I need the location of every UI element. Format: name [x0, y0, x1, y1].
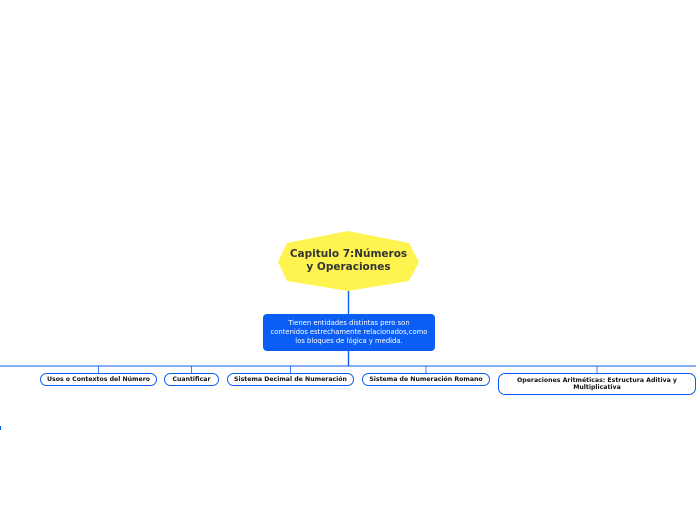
branch-node-operaciones-aritmeticas[interactable]: Operaciones Aritméticas: Estructura Adit…	[498, 373, 696, 395]
root-node[interactable]: Capitulo 7:Números y Operaciones	[278, 232, 419, 290]
description-node[interactable]: Tienen entidades distintas pero son cont…	[263, 314, 435, 351]
branch-node-sistema-decimal[interactable]: Sistema Decimal de Numeración	[227, 373, 354, 386]
root-node-shape	[278, 231, 419, 291]
branch-label: Sistema de Numeración Romano	[369, 375, 483, 383]
branch-label: Cuantificar	[172, 375, 211, 383]
description-text: Tienen entidades distintas pero son cont…	[270, 319, 428, 345]
branch-node-sistema-romano[interactable]: Sistema de Numeración Romano	[362, 373, 490, 386]
branch-label: Usos o Contextos del Número	[46, 375, 151, 383]
root-node-title: Capitulo 7:Números y Operaciones	[289, 247, 408, 274]
branch-node-usos-contextos[interactable]: Usos o Contextos del Número	[40, 373, 157, 386]
branch-label: Sistema Decimal de Numeración	[234, 375, 347, 383]
branch-node-cuantificar[interactable]: Cuantificar	[164, 373, 219, 386]
branch-label: Operaciones Aritméticas: Estructura Adit…	[517, 376, 677, 392]
